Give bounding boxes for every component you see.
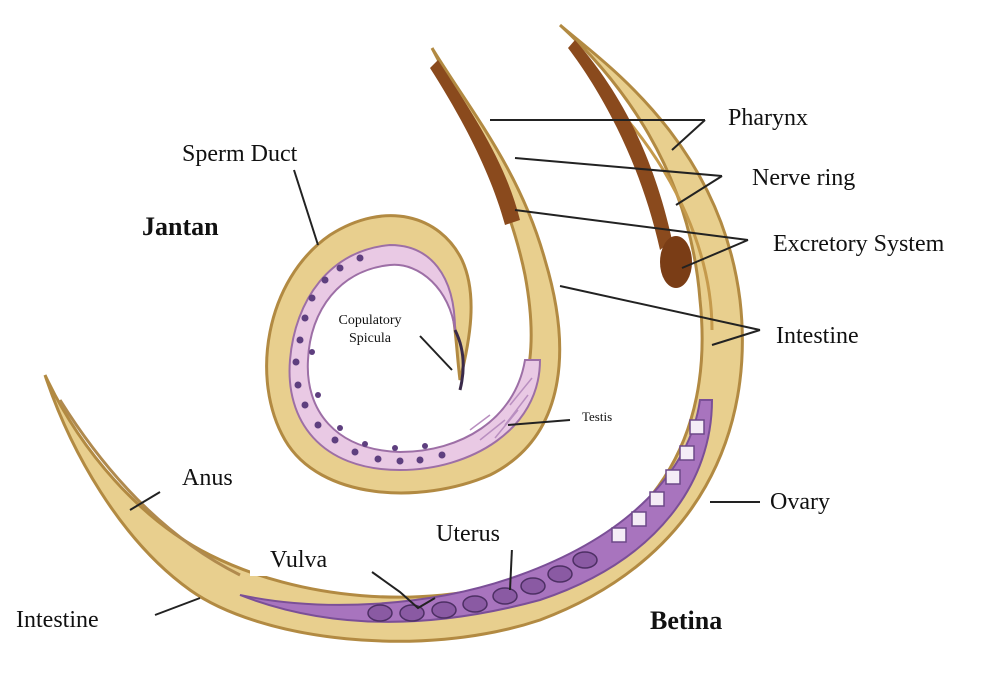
label-jantan: Jantan — [132, 208, 229, 246]
label-ovary: Ovary — [762, 486, 838, 518]
leader-spicula — [420, 336, 452, 370]
leader-pharynx-2 — [672, 120, 705, 150]
label-testis: Testis — [572, 404, 622, 429]
leader-intestine-l — [155, 598, 200, 615]
leader-sperm-duct — [294, 170, 318, 245]
label-excretory-system: Excretory System — [773, 232, 944, 256]
label-uterus: Uterus — [422, 518, 514, 550]
label-copulatory: Copulatory — [339, 313, 402, 328]
label-intestine-right: Intestine — [768, 318, 867, 354]
label-pharynx: Pharynx — [728, 106, 808, 130]
label-nerve-ring: Nerve ring — [752, 166, 855, 190]
male-worm — [267, 48, 560, 493]
label-anus: Anus — [182, 466, 233, 490]
label-vulva: Vulva — [250, 544, 347, 576]
male-pharynx — [430, 60, 520, 225]
label-spicula: Spicula — [349, 331, 391, 346]
female-excretory-blob — [660, 236, 692, 288]
label-sperm-duct: Sperm Duct — [182, 142, 297, 166]
label-intestine-left: Intestine — [10, 604, 105, 636]
label-betina: Betina — [632, 602, 740, 640]
label-copulatory-spicula: Copulatory Spicula — [325, 310, 415, 349]
